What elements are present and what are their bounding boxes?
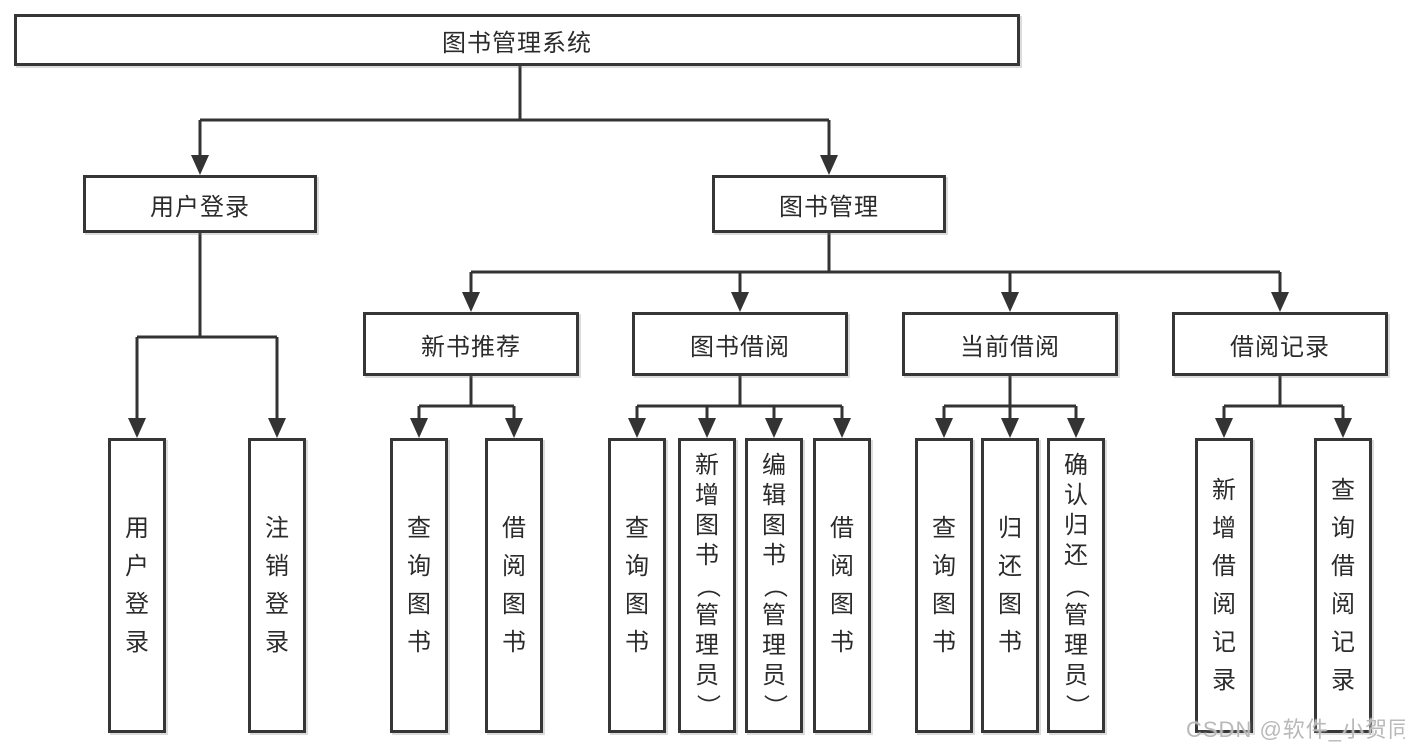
leaf-query-borrow-record: 查询借阅记录 bbox=[1314, 438, 1372, 733]
node-label: 图书管理 bbox=[779, 193, 879, 221]
leaf-query-books-recommend: 查询图书 bbox=[390, 438, 448, 733]
leaf-return-books: 归还图书 bbox=[981, 438, 1039, 733]
node-label: 图书管理系统 bbox=[442, 29, 592, 57]
node-user-login: 用户登录 bbox=[83, 175, 317, 233]
leaf-query-books-borrowing: 查询图书 bbox=[608, 438, 666, 733]
leaf-add-borrow-record: 新增借阅记录 bbox=[1195, 438, 1253, 733]
node-new-book-recommendation: 新书推荐 bbox=[363, 312, 579, 376]
node-book-borrowing: 图书借阅 bbox=[632, 312, 848, 376]
leaf-label: 确认归还（管理员） bbox=[1063, 451, 1090, 718]
leaf-label: 借阅图书 bbox=[502, 514, 526, 656]
leaf-label: 归还图书 bbox=[998, 514, 1022, 656]
node-label: 借阅记录 bbox=[1230, 333, 1330, 361]
leaf-query-books-current: 查询图书 bbox=[915, 438, 973, 733]
leaf-label: 查询借阅记录 bbox=[1331, 476, 1355, 694]
leaf-borrow-books: 借阅图书 bbox=[813, 438, 871, 733]
leaf-label: 查询图书 bbox=[407, 514, 431, 656]
leaf-label: 用户登录 bbox=[125, 514, 149, 656]
node-borrow-records: 借阅记录 bbox=[1172, 312, 1388, 376]
leaf-edit-books-admin: 编辑图书（管理员） bbox=[745, 438, 803, 733]
leaf-logout: 注销登录 bbox=[248, 438, 306, 733]
node-library-management-system: 图书管理系统 bbox=[14, 14, 1020, 66]
node-label: 当前借阅 bbox=[960, 333, 1060, 361]
leaf-label: 注销登录 bbox=[265, 514, 289, 656]
node-current-borrowing: 当前借阅 bbox=[902, 312, 1118, 376]
leaf-borrow-books-recommend: 借阅图书 bbox=[485, 438, 543, 733]
leaf-label: 新增图书（管理员） bbox=[694, 451, 721, 718]
leaf-user-login: 用户登录 bbox=[108, 438, 166, 733]
leaf-label: 查询图书 bbox=[932, 514, 956, 656]
leaf-add-books-admin: 新增图书（管理员） bbox=[678, 438, 736, 733]
node-label: 新书推荐 bbox=[421, 333, 521, 361]
node-label: 图书借阅 bbox=[690, 333, 790, 361]
node-book-management: 图书管理 bbox=[712, 175, 946, 233]
leaf-label: 借阅图书 bbox=[830, 514, 854, 656]
leaf-label: 新增借阅记录 bbox=[1212, 476, 1236, 694]
leaf-confirm-return-admin: 确认归还（管理员） bbox=[1047, 438, 1105, 733]
csdn-watermark: CSDN @软件_小贺同学 bbox=[1186, 717, 1405, 742]
node-label: 用户登录 bbox=[150, 193, 250, 221]
leaf-label: 查询图书 bbox=[625, 514, 649, 656]
leaf-label: 编辑图书（管理员） bbox=[761, 451, 788, 718]
